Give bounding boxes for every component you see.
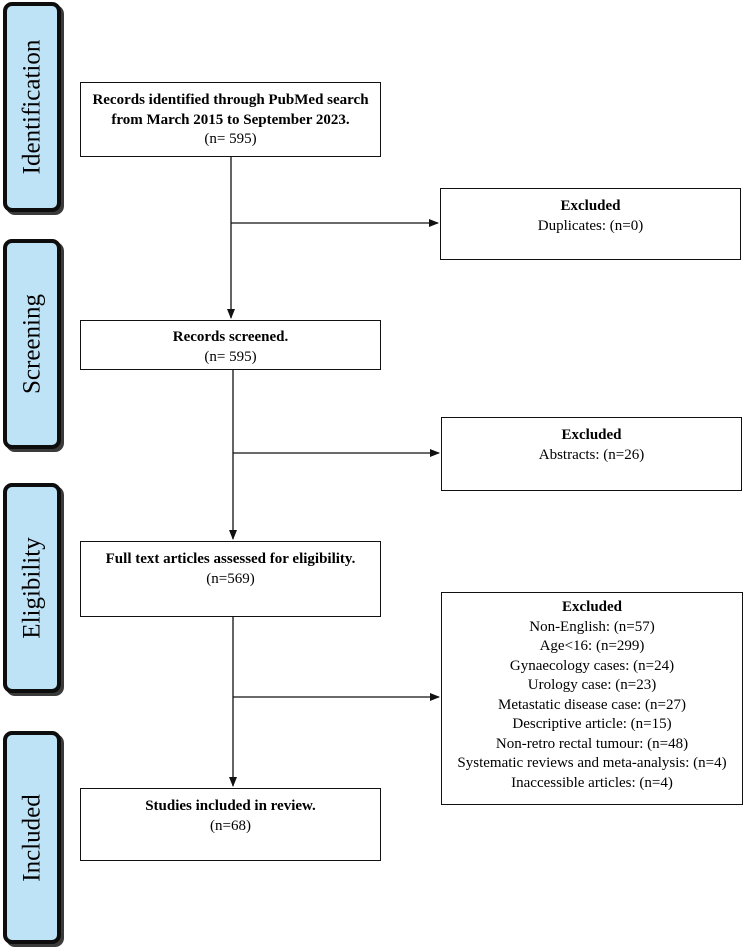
exclusion-item: Metastatic disease case: (n=27) — [498, 696, 686, 713]
duplicates-excluded-box: Excluded Duplicates: (n=0) — [440, 188, 741, 260]
duplicates-excluded-title: Excluded — [560, 198, 621, 214]
abstracts-excluded-text: Abstracts: (n=26) — [538, 446, 645, 463]
phase-screening: Screening — [3, 239, 61, 449]
fulltext-box: Full text articles assessed for eligibil… — [80, 541, 381, 617]
identified-line2: from March 2015 to September 2023. — [111, 111, 350, 128]
abstracts-excluded-box: Excluded Abstracts: (n=26) — [441, 417, 742, 491]
phase-eligibility: Eligibility — [3, 483, 61, 693]
screened-title: Records screened. — [172, 329, 289, 345]
exclusion-item: Non-retro rectal tumour: (n=48) — [495, 735, 689, 752]
eligibility-excluded-box: Excluded Non-English: (n=57) Age<16: (n=… — [441, 592, 743, 805]
eligibility-excluded-title: Excluded — [561, 599, 622, 615]
fulltext-count: (n=569) — [206, 570, 255, 587]
duplicates-excluded-text: Duplicates: (n=0) — [537, 217, 644, 234]
included-count: (n=68) — [210, 817, 251, 834]
identified-line1: Records identified through PubMed search — [92, 92, 369, 108]
phase-eligibility-label: Eligibility — [18, 537, 46, 639]
identified-box: Records identified through PubMed search… — [80, 82, 381, 157]
phase-identification: Identification — [3, 2, 61, 212]
fulltext-title: Full text articles assessed for eligibil… — [105, 551, 356, 567]
exclusion-item: Systematic reviews and meta-analysis: (n… — [457, 755, 727, 771]
screened-count: (n= 595) — [204, 348, 257, 365]
phase-included-label: Included — [18, 793, 46, 882]
included-title: Studies included in review. — [145, 798, 316, 814]
screened-box: Records screened. (n= 595) — [80, 320, 381, 370]
exclusion-item: Urology case: (n=23) — [527, 677, 657, 693]
phase-identification-label: Identification — [18, 39, 46, 175]
exclusion-item: Age<16: (n=299) — [539, 638, 645, 654]
exclusion-item: Inaccessible articles: (n=4) — [511, 774, 673, 791]
included-box: Studies included in review. (n=68) — [80, 788, 381, 861]
phase-screening-label: Screening — [18, 294, 46, 394]
phase-included: Included — [3, 731, 61, 944]
abstracts-excluded-title: Excluded — [561, 427, 622, 443]
exclusion-item: Descriptive article: (n=15) — [512, 716, 672, 732]
exclusion-item: Non-English: (n=57) — [529, 618, 655, 635]
identified-count: (n= 595) — [204, 131, 257, 147]
exclusion-item: Gynaecology cases: (n=24) — [509, 657, 675, 674]
